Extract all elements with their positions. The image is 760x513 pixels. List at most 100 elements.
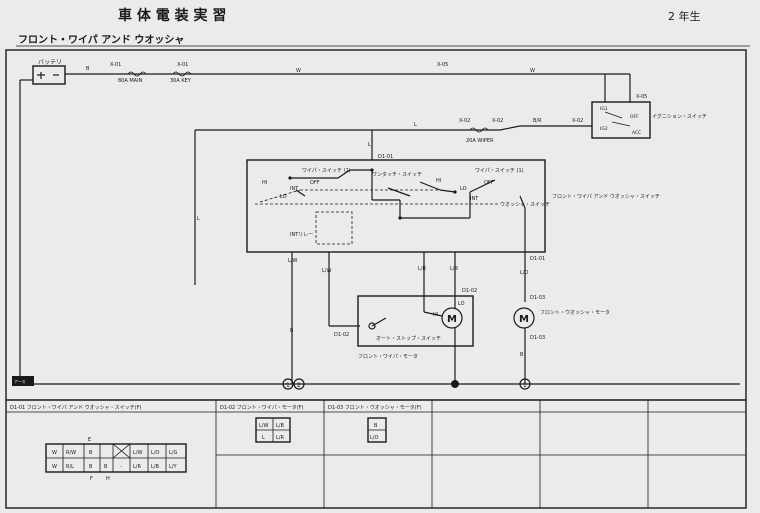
- d102-connector-face: [255, 417, 291, 443]
- d101-pin: B: [89, 450, 93, 456]
- washer-motor-label: フロント・ウオッシャ・モータ: [540, 309, 610, 316]
- battery-label: バッテリ: [38, 59, 62, 66]
- d101-pin: L/G: [169, 450, 177, 456]
- fuse-main-label: 80A MAIN: [118, 78, 143, 84]
- fuse-main-icon: [127, 71, 147, 77]
- int-relay-label: INTリレー: [290, 232, 313, 238]
- sw1-lo: LO: [460, 186, 467, 192]
- d101-pin: B: [104, 464, 108, 470]
- d101-pin: R/W: [66, 450, 76, 456]
- ign-ig1: IG1: [600, 106, 608, 112]
- d101-pin: R/L: [66, 464, 74, 470]
- battery-box: [32, 65, 66, 85]
- d102-pin: L/R: [276, 435, 284, 441]
- wire-label-l3: L: [368, 142, 371, 148]
- wiper-motor-icon: [441, 307, 463, 329]
- table-cell1-title: D1-01 フロント・ワイパ アンド ウオッシャ・スイッチ(F): [10, 404, 141, 411]
- d101-mark-h: H: [106, 476, 110, 482]
- d101-mark-e: E: [88, 437, 91, 443]
- conn-x02-b: X-02: [459, 118, 470, 124]
- combination-switch-box: [246, 159, 546, 253]
- conn-d103-b: D1-03: [530, 335, 545, 341]
- conn-x02-a: X-02: [572, 118, 583, 124]
- d101-bottom-pins: W R/L B B - L/R L/B L/Y: [52, 464, 177, 470]
- d101-pin: L/W: [133, 450, 142, 456]
- sw2-hi: HI: [262, 180, 267, 186]
- conn-d103-a: D1-03: [530, 295, 545, 301]
- d101-pin: L/B: [151, 464, 159, 470]
- ign-acc: ACC: [632, 130, 641, 136]
- sw1-int: INT: [470, 196, 479, 202]
- d101-pin: W: [52, 464, 57, 470]
- washer-motor-icon: [513, 307, 535, 329]
- conn-x01-a: X-01: [110, 62, 121, 68]
- wire-label-lw-top: L/W: [288, 258, 297, 264]
- d102-pin: L/B: [276, 423, 284, 429]
- d103-connector-face: [367, 417, 387, 443]
- ground-node-junction: [451, 380, 459, 388]
- sw2-off: OFF: [310, 180, 320, 186]
- d101-pin: L/O: [151, 450, 159, 456]
- ign-contact-1: [604, 111, 623, 119]
- switch-internal-contacts: [255, 168, 526, 252]
- wire-label-b: B: [86, 66, 90, 72]
- ign-out-wire-2: [499, 125, 521, 131]
- sw1-hi: HI: [436, 178, 441, 184]
- ground-label: アース: [14, 379, 26, 384]
- d101-mark-f: F: [90, 476, 93, 482]
- wire-label-l1: L: [414, 122, 417, 128]
- sw2-int: INT: [290, 186, 299, 192]
- ground-node-2-label: 2: [297, 382, 301, 389]
- auto-stop-switch-label: オート・ストップ・スイッチ: [376, 336, 441, 342]
- d103-pin: L/O: [370, 435, 378, 441]
- fuse-key-label: 30A KEY: [170, 78, 192, 84]
- ground-car-icon: [12, 376, 34, 386]
- one-touch-switch-label: ワンタッチ・スイッチ: [372, 171, 422, 178]
- motor-hi-wire: [423, 311, 443, 317]
- motor-lo: LO: [458, 301, 465, 307]
- fuse-wiper-label: 20A WIPER: [466, 138, 494, 144]
- d102-pin: L: [262, 435, 265, 441]
- table-cell2-title: D1-02 フロント・ワイパ・モータ(F): [220, 404, 304, 411]
- wire-label-lb: L/B: [450, 266, 458, 272]
- connector-table: [6, 399, 746, 508]
- d101-pin: L/Y: [169, 464, 177, 470]
- wire-label-br: B/R: [533, 118, 542, 124]
- ground-node-1: [282, 378, 294, 390]
- fuse-wiper-icon: [469, 127, 489, 133]
- d103-pin: B: [374, 423, 378, 429]
- wiper-switch-2-label: ワイパ・スイッチ (2): [302, 168, 351, 174]
- conn-d102-b: D1-02: [334, 332, 349, 338]
- ground-node-3-label: 1: [523, 382, 527, 389]
- conn-d101-a: D1-01: [378, 154, 393, 160]
- ignition-switch-box: [591, 101, 651, 139]
- wire-label-b3: B: [520, 352, 524, 358]
- page-title: 車 体 電 装 実 習: [118, 7, 226, 24]
- wire-label-lr: L/R: [418, 266, 426, 272]
- wiper-switch-1-label: ワイパ・スイッチ (1): [475, 168, 524, 174]
- wiper-motor-m: M: [447, 314, 457, 325]
- wiper-motor-label: フロント・ワイパ・モータ: [358, 353, 418, 360]
- ignition-switch-label: イグニション・スイッチ: [652, 113, 707, 120]
- conn-d102-a: D1-02: [462, 288, 477, 294]
- wire-label-lw: L/W: [322, 268, 331, 274]
- d101-connector-face: [45, 443, 187, 473]
- wire-label-b2: B: [290, 328, 294, 334]
- ground-node-2: [293, 378, 305, 390]
- wire-label-w2: W: [530, 68, 535, 74]
- circuit-subtitle: フロント・ワイパ アンド ウオッシャ: [18, 34, 184, 46]
- sheet-frame: [5, 49, 747, 509]
- wire-label-lo: L/O: [520, 270, 528, 276]
- conn-x05-a: X-05: [437, 62, 448, 68]
- ground-node-1-label: 1: [286, 382, 290, 389]
- auto-stop-contact: [371, 317, 387, 327]
- conn-x05-b: X-05: [636, 94, 647, 100]
- wire-label-l2: L: [197, 216, 200, 222]
- d101-pin: B: [89, 464, 93, 470]
- ign-contact-2: [611, 121, 631, 127]
- grade-label: 2 年生: [668, 9, 701, 23]
- d101-pin: -: [120, 464, 122, 470]
- d101-pin: W: [52, 450, 57, 456]
